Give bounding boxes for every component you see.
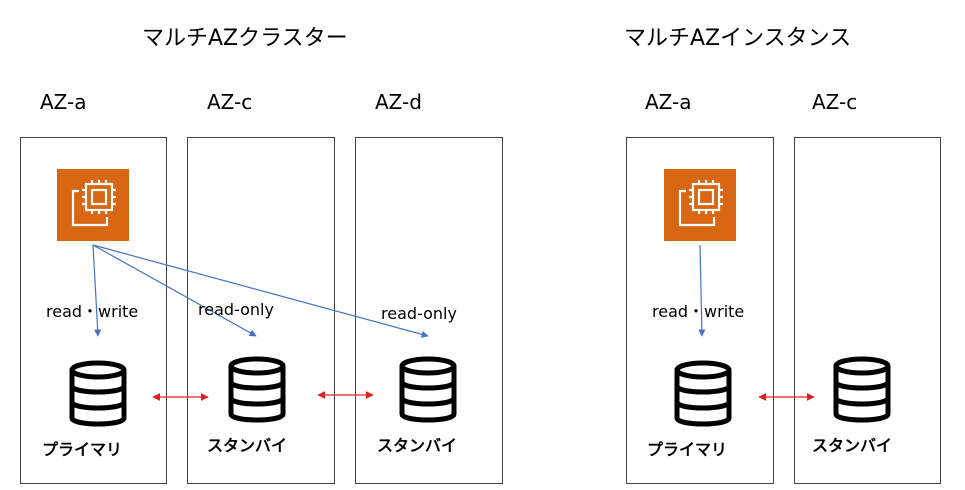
compute-instance-icon (664, 169, 736, 241)
cluster-title: マルチAZクラスター (142, 26, 348, 51)
database-icon (399, 356, 457, 423)
database-icon (69, 360, 127, 427)
read-only-arrow-d (92, 244, 429, 338)
standby-role-label: スタンバイ (377, 436, 458, 455)
instance-az-c-box (794, 137, 941, 484)
standby-role-label: スタンバイ (207, 436, 288, 455)
database-icon (674, 360, 732, 427)
compute-instance-icon (57, 169, 129, 241)
instance-az-a-label: AZ-a (645, 90, 692, 114)
cluster-az-d-box (355, 137, 503, 484)
instance-az-c-label: AZ-c (812, 90, 858, 114)
instance-title: マルチAZインスタンス (624, 26, 852, 51)
database-icon (833, 356, 891, 423)
cluster-az-d-label: AZ-d (375, 90, 422, 114)
read-write-arrow (698, 244, 706, 337)
read-write-label: read・write (46, 302, 139, 321)
read-write-label: read・write (652, 302, 745, 321)
database-icon (228, 356, 286, 423)
standby-role-label: スタンバイ (812, 436, 893, 455)
cluster-az-a-label: AZ-a (40, 90, 87, 114)
primary-role-label: プライマリ (42, 440, 123, 459)
primary-role-label: プライマリ (647, 440, 728, 459)
read-only-arrow-c (92, 244, 257, 337)
cluster-az-c-label: AZ-c (207, 90, 253, 114)
read-only-label: read-only (198, 300, 274, 319)
read-write-arrow (92, 244, 102, 337)
read-only-label: read-only (381, 304, 457, 323)
